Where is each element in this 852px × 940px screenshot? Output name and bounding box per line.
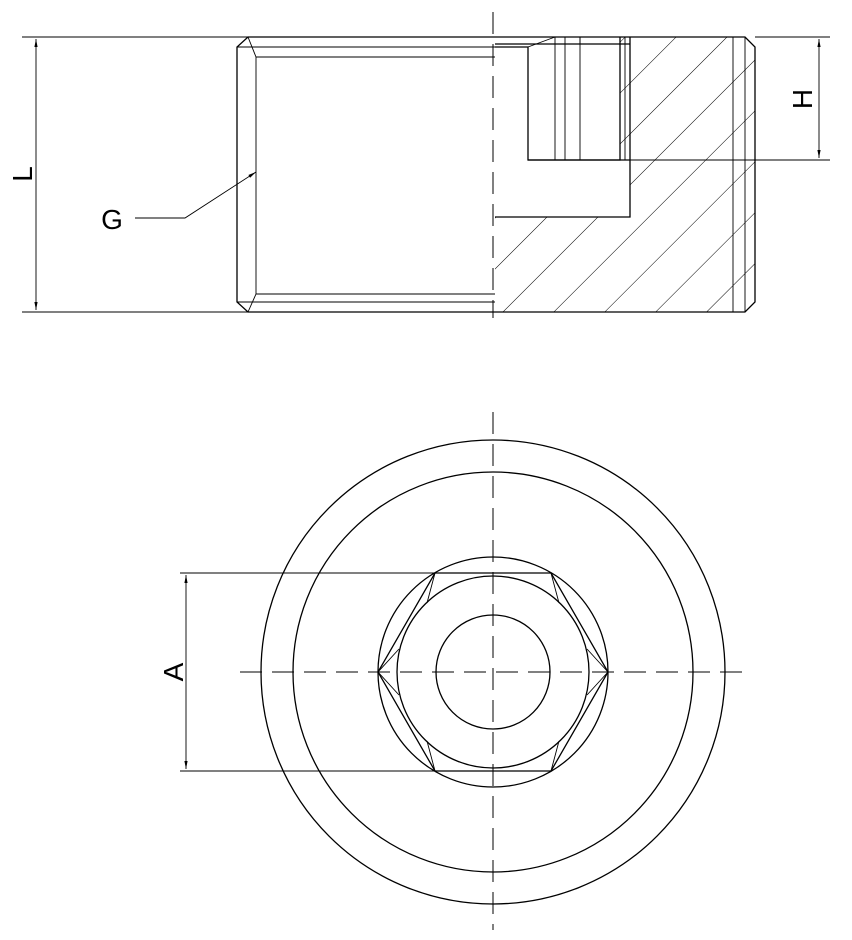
dimension-l-label: L bbox=[7, 166, 38, 182]
dimension-h-label: H bbox=[787, 89, 818, 109]
section-hatch bbox=[495, 37, 755, 312]
thread-leader bbox=[135, 171, 257, 219]
dimension-a-label: A bbox=[158, 662, 189, 681]
side-view: L G H bbox=[7, 12, 830, 318]
thread-label: G bbox=[101, 204, 123, 235]
socket-profile bbox=[495, 37, 631, 218]
end-view: A bbox=[158, 412, 750, 930]
